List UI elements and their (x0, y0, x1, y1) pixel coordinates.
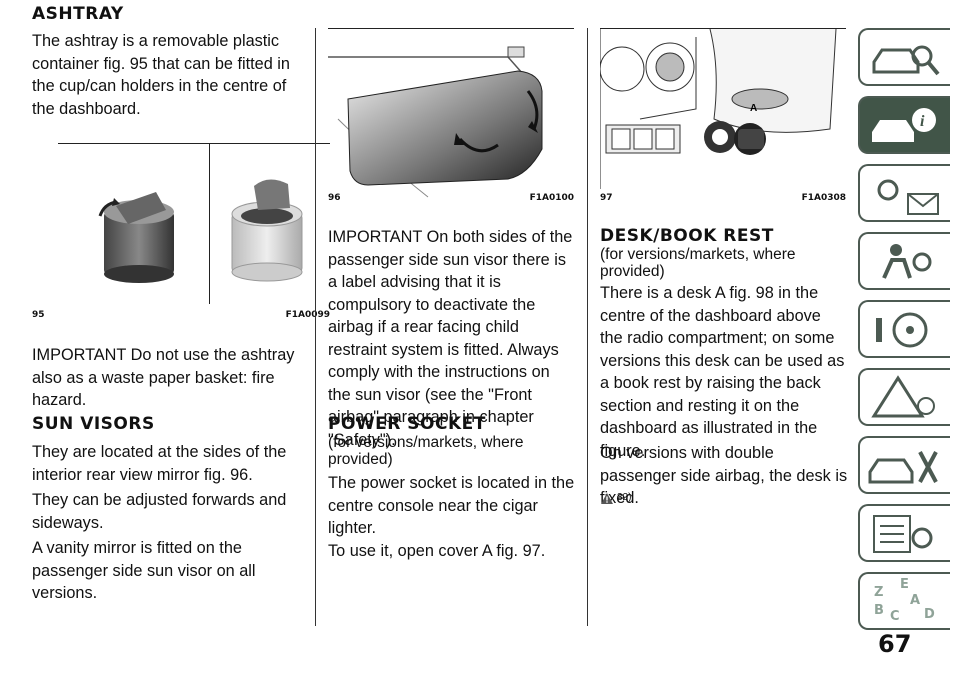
tab-starting-driving[interactable] (858, 300, 950, 358)
ashtray-heading: ASHTRAY (32, 4, 124, 24)
ashtray-important: IMPORTANT Do not use the ashtray also as… (32, 346, 295, 409)
figure-97: A 97 F1A0308 (600, 28, 846, 209)
power-socket-illustration: A (600, 29, 837, 189)
figure-96-number: 96 (328, 193, 341, 203)
sun-visors-heading: SUN VISORS (32, 414, 155, 434)
car-search-icon (872, 45, 940, 76)
tab-index[interactable]: Z E A B C D (858, 572, 950, 630)
power-socket-subheading: (for versions/markets, where provided) (328, 434, 524, 468)
safety-person-icon (882, 244, 932, 279)
car-service-icon (868, 451, 938, 484)
socket-paragraph-1: The power socket is located in the centr… (328, 474, 575, 537)
breakdown-triangle-icon (871, 375, 935, 418)
specs-list-icon (873, 515, 933, 553)
warning-reference: 32) (600, 492, 631, 505)
warning-triangle-icon (601, 493, 613, 504)
figure-95-code: F1A0099 (285, 310, 330, 320)
power-socket-heading: POWER SOCKET (328, 414, 486, 434)
tab-dashboard[interactable]: i (858, 96, 950, 154)
sun-visor-illustration (328, 46, 543, 198)
alphabet-index-icon: Z E A B C D (874, 577, 935, 624)
page-number: 67 (878, 630, 912, 658)
desk-paragraph-1: There is a desk A fig. 98 in the centre … (600, 284, 845, 460)
svg-text:B: B (874, 603, 884, 618)
desk-paragraph-2: On versions with double passenger side a… (600, 444, 848, 507)
warning-ref-number: 32) (617, 492, 632, 503)
svg-text:C: C (890, 609, 900, 624)
svg-text:Z: Z (874, 585, 883, 600)
tab-lights[interactable] (858, 164, 950, 222)
tab-maintenance[interactable] (858, 436, 950, 494)
figure-97-number: 97 (600, 193, 613, 203)
visor-important: IMPORTANT On both sides of the passenger… (328, 228, 573, 449)
svg-text:A: A (910, 593, 920, 608)
column-divider-1 (315, 28, 316, 626)
desk-heading: DESK/BOOK REST (600, 226, 774, 246)
ashtray-text: The ashtray is a removable plastic conta… (32, 32, 290, 118)
figure-95-number: 95 (32, 310, 45, 320)
tab-safety[interactable] (858, 232, 950, 290)
figure-97-code: F1A0308 (801, 193, 846, 203)
steering-icon (876, 312, 928, 348)
svg-text:D: D (924, 607, 935, 622)
tab-getting-to-know[interactable] (858, 28, 950, 86)
svg-text:i: i (920, 113, 925, 130)
column-divider-2 (587, 28, 588, 626)
tab-emergency[interactable] (858, 368, 950, 426)
ashtray-illustration (98, 179, 303, 283)
figure-96: 96 F1A0100 (328, 28, 574, 209)
tab-technical-specs[interactable] (858, 504, 950, 562)
svg-text:E: E (900, 577, 909, 592)
visors-paragraph-2: They can be adjusted forwards and sidewa… (32, 491, 287, 532)
figure-96-code: F1A0100 (529, 193, 574, 203)
socket-paragraph-2: To use it, open cover A fig. 97. (328, 542, 546, 560)
figure-95: 95 F1A0099 (32, 143, 330, 320)
desk-subheading: (for versions/markets, where provided) (600, 246, 796, 280)
car-info-icon: i (872, 108, 936, 142)
lights-warning-icon (877, 179, 939, 215)
visors-paragraph-3: A vanity mirror is fitted on the passeng… (32, 539, 256, 602)
figure-97-label-a: A (750, 103, 757, 114)
visors-paragraph-1: They are located at the sides of the int… (32, 443, 287, 484)
